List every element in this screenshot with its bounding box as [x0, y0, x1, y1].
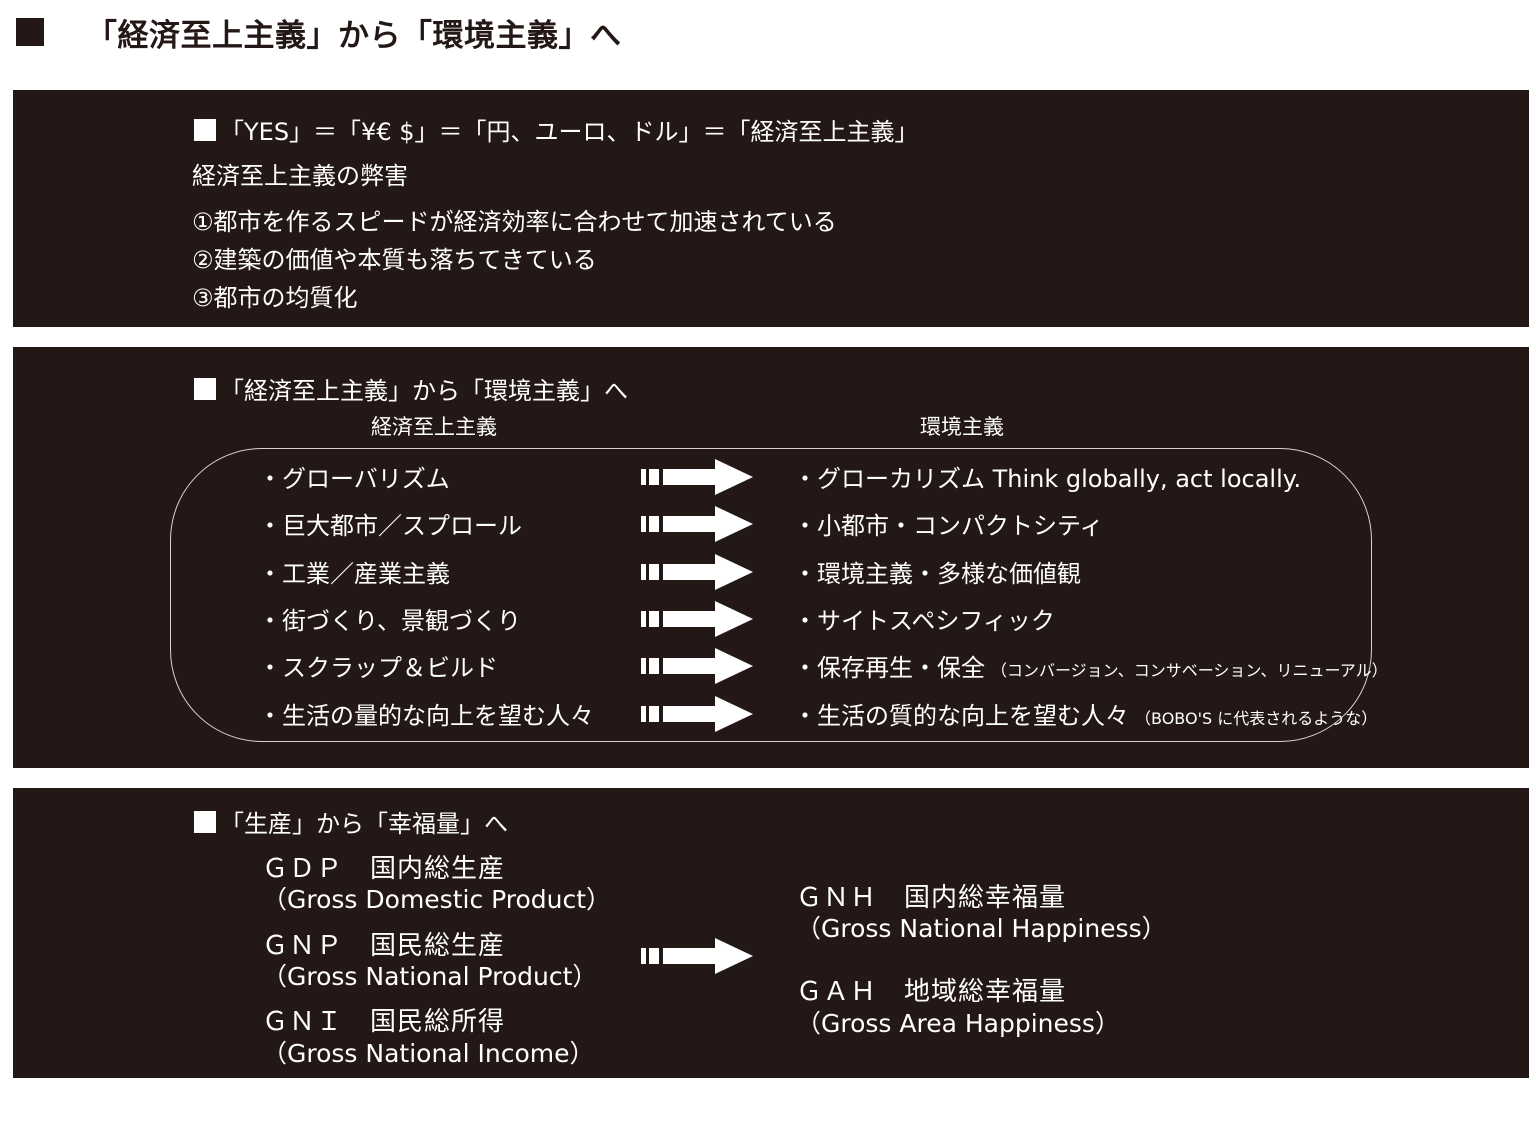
- white-square-icon: [194, 377, 216, 400]
- right-column-label: 環境主義: [920, 415, 1004, 439]
- panel1-heading-text: 「YES」＝「¥€ $」＝「円、ユーロ、ドル」＝「経済至上主義」: [220, 118, 919, 146]
- to-item: ・生活の質的な向上を望む人々（BOBO'S に代表されるような）: [793, 702, 1378, 730]
- panel-production-to-happiness: 「生産」から「幸福量」へ ＧＤＰ 国内総生産 （Gross Domestic P…: [13, 788, 1529, 1078]
- from-item: ・街づくり、景観づくり: [258, 607, 522, 635]
- striped-right-arrow-icon: [641, 938, 753, 974]
- left-column-label: 経済至上主義: [371, 415, 497, 439]
- gnh-name: （Gross National Happiness）: [796, 914, 1167, 943]
- to-item: ・小都市・コンパクトシティ: [793, 512, 1104, 540]
- from-item: ・生活の量的な向上を望む人々: [258, 702, 594, 730]
- striped-right-arrow-icon: [641, 554, 753, 590]
- gah-label: ＧＡＨ 地域総幸福量: [796, 977, 1067, 1007]
- from-item: ・巨大都市／スプロール: [258, 512, 522, 540]
- panel2-heading: 「経済至上主義」から「環境主義」へ: [194, 371, 628, 406]
- panel3-heading-text: 「生産」から「幸福量」へ: [220, 810, 508, 838]
- to-item: ・サイトスペシフィック: [793, 607, 1055, 635]
- from-item: ・工業／産業主義: [258, 560, 450, 588]
- white-square-icon: [194, 118, 216, 141]
- list-item: ①都市を作るスピードが経済効率に合わせて加速されている: [192, 208, 837, 236]
- page-title-text: 「経済至上主義」から「環境主義」へ: [86, 17, 622, 54]
- striped-right-arrow-icon: [641, 648, 753, 684]
- gni-label: ＧＮＩ 国民総所得: [262, 1007, 506, 1037]
- panel2-heading-text: 「経済至上主義」から「環境主義」へ: [220, 377, 628, 405]
- gni-name: （Gross National Income）: [262, 1039, 595, 1068]
- panel3-heading: 「生産」から「幸福量」へ: [194, 804, 508, 839]
- panel1-heading: 「YES」＝「¥€ $」＝「円、ユーロ、ドル」＝「経済至上主義」: [194, 112, 919, 147]
- gdp-name: （Gross Domestic Product）: [262, 885, 612, 914]
- to-item: ・保存再生・保全（コンバージョン、コンサベーション、リニューアル）: [793, 654, 1388, 682]
- gnp-name: （Gross National Product）: [262, 962, 598, 991]
- panel-economic-to-environmental: 「経済至上主義」から「環境主義」へ 経済至上主義 環境主義 ・グローバリズム ・…: [13, 347, 1529, 768]
- comparison-box: [170, 448, 1372, 742]
- striped-right-arrow-icon: [641, 601, 753, 637]
- gnh-label: ＧＮＨ 国内総幸福量: [796, 883, 1067, 913]
- striped-right-arrow-icon: [641, 696, 753, 732]
- striped-right-arrow-icon: [641, 506, 753, 542]
- from-item: ・スクラップ＆ビルド: [258, 654, 498, 682]
- to-item: ・グローカリズム Think globally, act locally.: [793, 465, 1302, 493]
- panel-economic-supremacy: 「YES」＝「¥€ $」＝「円、ユーロ、ドル」＝「経済至上主義」 経済至上主義の…: [13, 90, 1529, 327]
- page-title: 「経済至上主義」から「環境主義」へ: [16, 10, 622, 54]
- black-square-icon: [16, 18, 44, 46]
- striped-right-arrow-icon: [641, 459, 753, 495]
- gah-name: （Gross Area Happiness）: [796, 1009, 1120, 1038]
- panel1-subheading: 経済至上主義の弊害: [192, 162, 408, 190]
- gdp-label: ＧＤＰ 国内総生産: [262, 854, 506, 884]
- from-item: ・グローバリズム: [258, 465, 450, 493]
- to-item: ・環境主義・多様な価値観: [793, 560, 1081, 588]
- list-item: ③都市の均質化: [192, 284, 358, 312]
- list-item: ②建築の価値や本質も落ちてきている: [192, 246, 597, 274]
- white-square-icon: [194, 810, 216, 833]
- gnp-label: ＧＮＰ 国民総生産: [262, 931, 506, 961]
